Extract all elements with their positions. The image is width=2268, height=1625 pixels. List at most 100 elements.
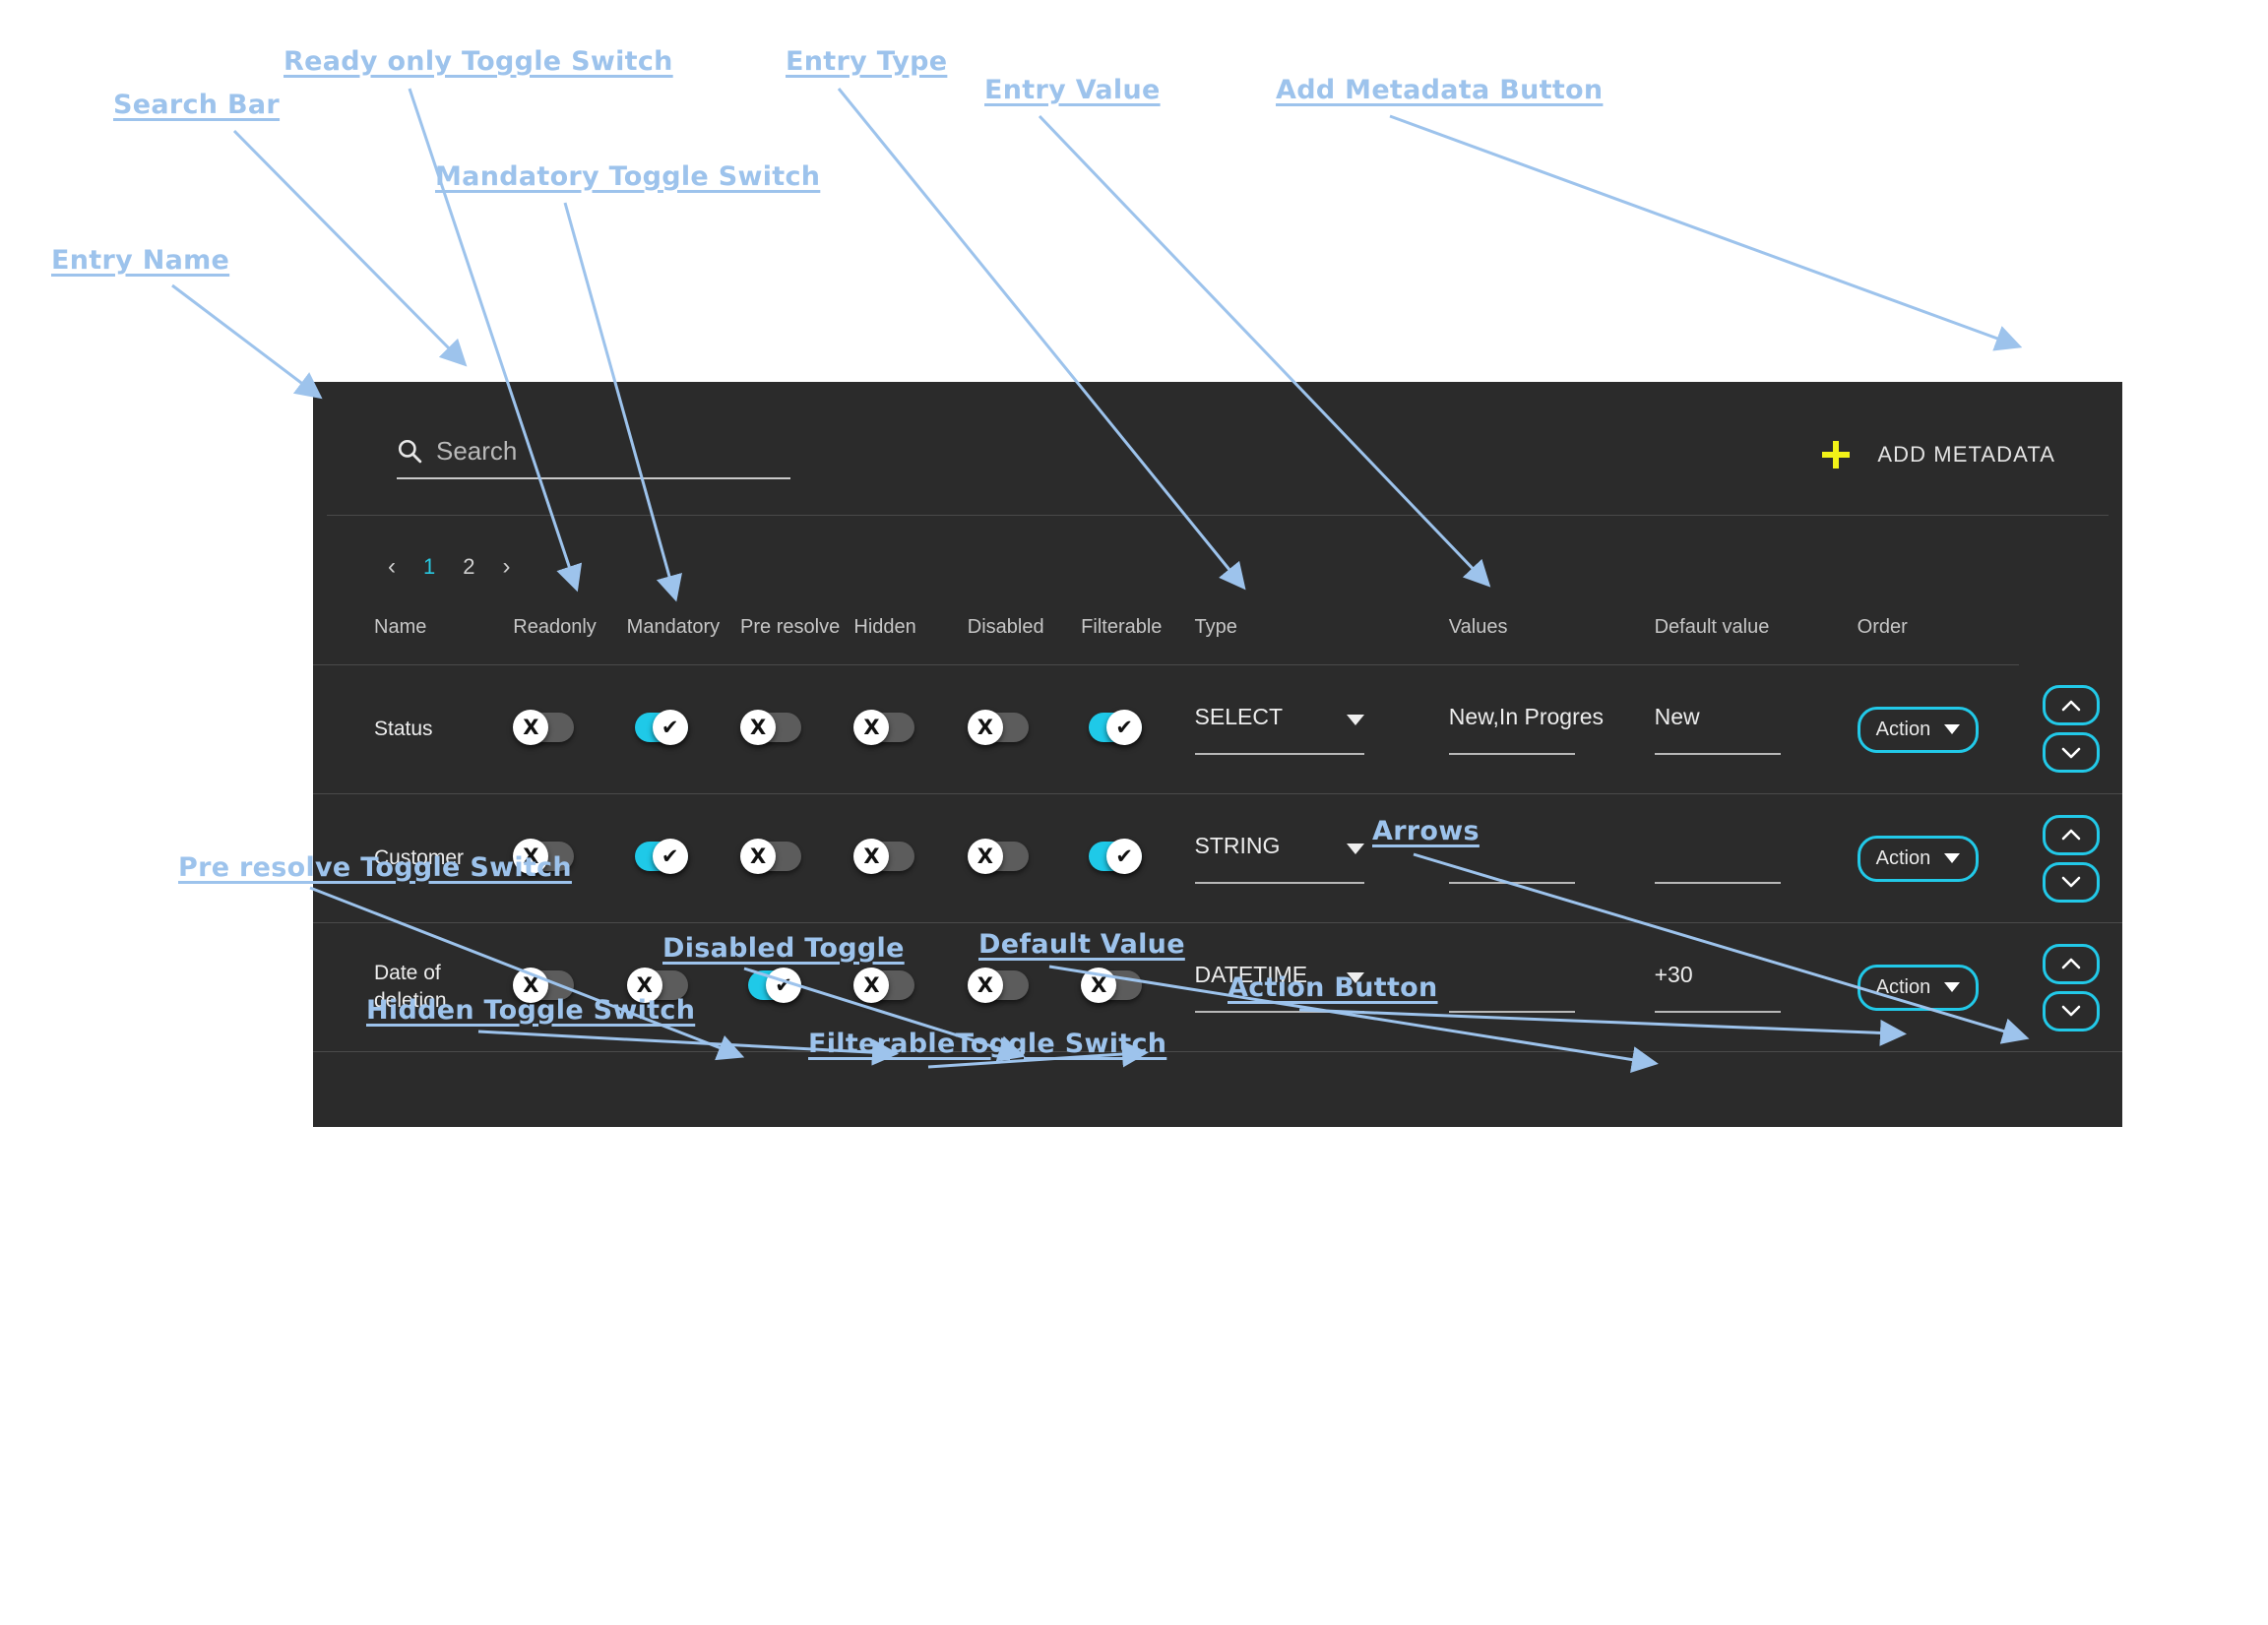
pagination-page-1[interactable]: 1 <box>423 554 436 579</box>
toggle-hidden[interactable]: X <box>853 838 915 874</box>
order-controls <box>2019 943 2122 1031</box>
annotation-label-action-button: Action Button <box>1228 972 1438 1003</box>
default-value-text: +30 <box>1654 962 1693 987</box>
move-down-button[interactable] <box>2042 861 2100 903</box>
col-header-hidden: Hidden <box>853 616 968 665</box>
toggle-disabled[interactable]: X <box>967 709 1029 745</box>
entry-type-select[interactable]: STRING <box>1194 833 1449 884</box>
action-button[interactable]: Action <box>1857 964 1980 1011</box>
action-button[interactable]: Action <box>1857 835 1980 882</box>
entry-values-input[interactable] <box>1448 833 1655 884</box>
move-up-button[interactable] <box>2042 814 2100 855</box>
move-down-button[interactable] <box>2042 732 2100 774</box>
action-button[interactable]: Action <box>1857 706 1980 753</box>
toggle-filterable[interactable]: ✔ <box>1081 838 1143 874</box>
entry-type-value: SELECT <box>1194 704 1284 729</box>
field-underline <box>1448 882 1575 884</box>
toggle-disabled[interactable]: X <box>967 967 1029 1003</box>
chevron-down-icon <box>1944 982 1961 992</box>
chevron-down-icon <box>2061 876 2081 888</box>
entry-type-value: STRING <box>1194 833 1281 858</box>
toggle-knob: ✔ <box>1106 838 1143 874</box>
col-header-default: Default value <box>1654 616 1858 665</box>
table-row: Customer X ✔ X X X ✔ STRING Action <box>313 793 2122 923</box>
toggle-knob: X <box>513 838 549 874</box>
entry-name: Customer <box>374 845 465 869</box>
toggle-readonly[interactable]: X <box>513 838 575 874</box>
entry-values-input[interactable] <box>1448 962 1655 1013</box>
field-underline <box>1654 882 1781 884</box>
annotation-arrow <box>232 129 468 367</box>
col-header-readonly: Readonly <box>513 616 627 665</box>
col-header-type: Type <box>1194 616 1449 665</box>
default-value-input[interactable]: +30 <box>1654 962 1858 1013</box>
search-bar[interactable]: Search <box>397 433 790 479</box>
col-header-name: Name <box>313 616 514 665</box>
order-controls <box>2019 685 2122 774</box>
annotation-label-filterabletoggle-switch: FilterableToggle Switch <box>808 1029 1167 1059</box>
col-header-pre-resolve: Pre resolve <box>740 616 854 665</box>
pagination-page-2[interactable]: 2 <box>463 554 475 579</box>
add-metadata-button[interactable]: ADD METADATA <box>1822 441 2055 469</box>
field-underline <box>1194 753 1364 755</box>
toggle-readonly[interactable]: X <box>513 709 575 745</box>
move-up-button[interactable] <box>2042 685 2100 726</box>
chevron-down-icon <box>1346 843 1364 854</box>
toggle-knob: X <box>853 709 890 745</box>
col-header-filterable: Filterable <box>1081 616 1195 665</box>
toggle-knob: X <box>853 838 890 874</box>
toggle-filterable[interactable]: ✔ <box>1081 709 1143 745</box>
annotation-label-entry-value: Entry Value <box>984 75 1161 105</box>
annotation-label-arrows: Arrows <box>1372 816 1480 846</box>
toggle-pre-resolve[interactable]: ✔ <box>740 967 802 1003</box>
chevron-down-icon <box>1944 724 1961 734</box>
pagination-prev[interactable]: ‹ <box>388 553 396 580</box>
search-underline <box>397 477 790 479</box>
field-underline <box>1654 753 1781 755</box>
toggle-knob: ✔ <box>652 838 688 874</box>
pagination-next[interactable]: › <box>502 553 511 580</box>
toggle-disabled[interactable]: X <box>967 838 1029 874</box>
field-underline <box>1654 1011 1781 1013</box>
search-input[interactable]: Search <box>436 435 518 466</box>
order-controls <box>2019 814 2122 903</box>
annotation-label-entry-name: Entry Name <box>51 245 230 276</box>
toggle-knob: ✔ <box>766 967 802 1003</box>
toggle-hidden[interactable]: X <box>853 967 915 1003</box>
field-underline <box>1448 753 1575 755</box>
default-value-input[interactable]: New <box>1654 704 1858 755</box>
col-header-disabled: Disabled <box>967 616 1082 665</box>
default-value-text: New <box>1654 704 1700 729</box>
entry-values-value <box>1449 833 1655 864</box>
action-button-label: Action <box>1875 846 1931 869</box>
chevron-down-icon <box>2061 747 2081 759</box>
move-down-button[interactable] <box>2042 990 2100 1031</box>
toggle-mandatory[interactable]: ✔ <box>627 838 688 874</box>
annotation-label-mandatory-toggle-switch: Mandatory Toggle Switch <box>435 161 821 192</box>
annotation-label-search-bar: Search Bar <box>113 90 281 120</box>
chevron-down-icon <box>2061 1005 2081 1017</box>
metadata-table: Name Readonly Mandatory Pre resolve Hidd… <box>313 616 2122 1052</box>
search-icon <box>398 439 422 464</box>
toggle-pre-resolve[interactable]: X <box>740 709 802 745</box>
annotation-label-pre-resolve-toggle-switch: Pre resolve Toggle Switch <box>178 852 572 883</box>
action-button-label: Action <box>1875 975 1931 998</box>
toggle-mandatory[interactable]: ✔ <box>627 709 688 745</box>
entry-name: Status <box>374 717 433 740</box>
entry-values-input[interactable]: New,In Progres <box>1448 704 1655 755</box>
toggle-filterable[interactable]: X <box>1081 967 1143 1003</box>
toggle-hidden[interactable]: X <box>853 709 915 745</box>
move-up-button[interactable] <box>2042 943 2100 984</box>
default-value-input[interactable] <box>1654 833 1858 884</box>
pagination[interactable]: ‹ 1 2 › <box>313 516 2122 591</box>
entry-type-select[interactable]: SELECT <box>1194 704 1449 755</box>
annotation-label-add-metadata-button: Add Metadata Button <box>1276 75 1604 105</box>
panel-toolbar: Search ADD METADATA <box>313 382 2122 515</box>
annotation-label-disabled-toggle: Disabled Toggle <box>662 933 905 964</box>
field-underline <box>1194 882 1364 884</box>
toggle-pre-resolve[interactable]: X <box>740 838 802 874</box>
toggle-knob: X <box>1081 967 1117 1003</box>
